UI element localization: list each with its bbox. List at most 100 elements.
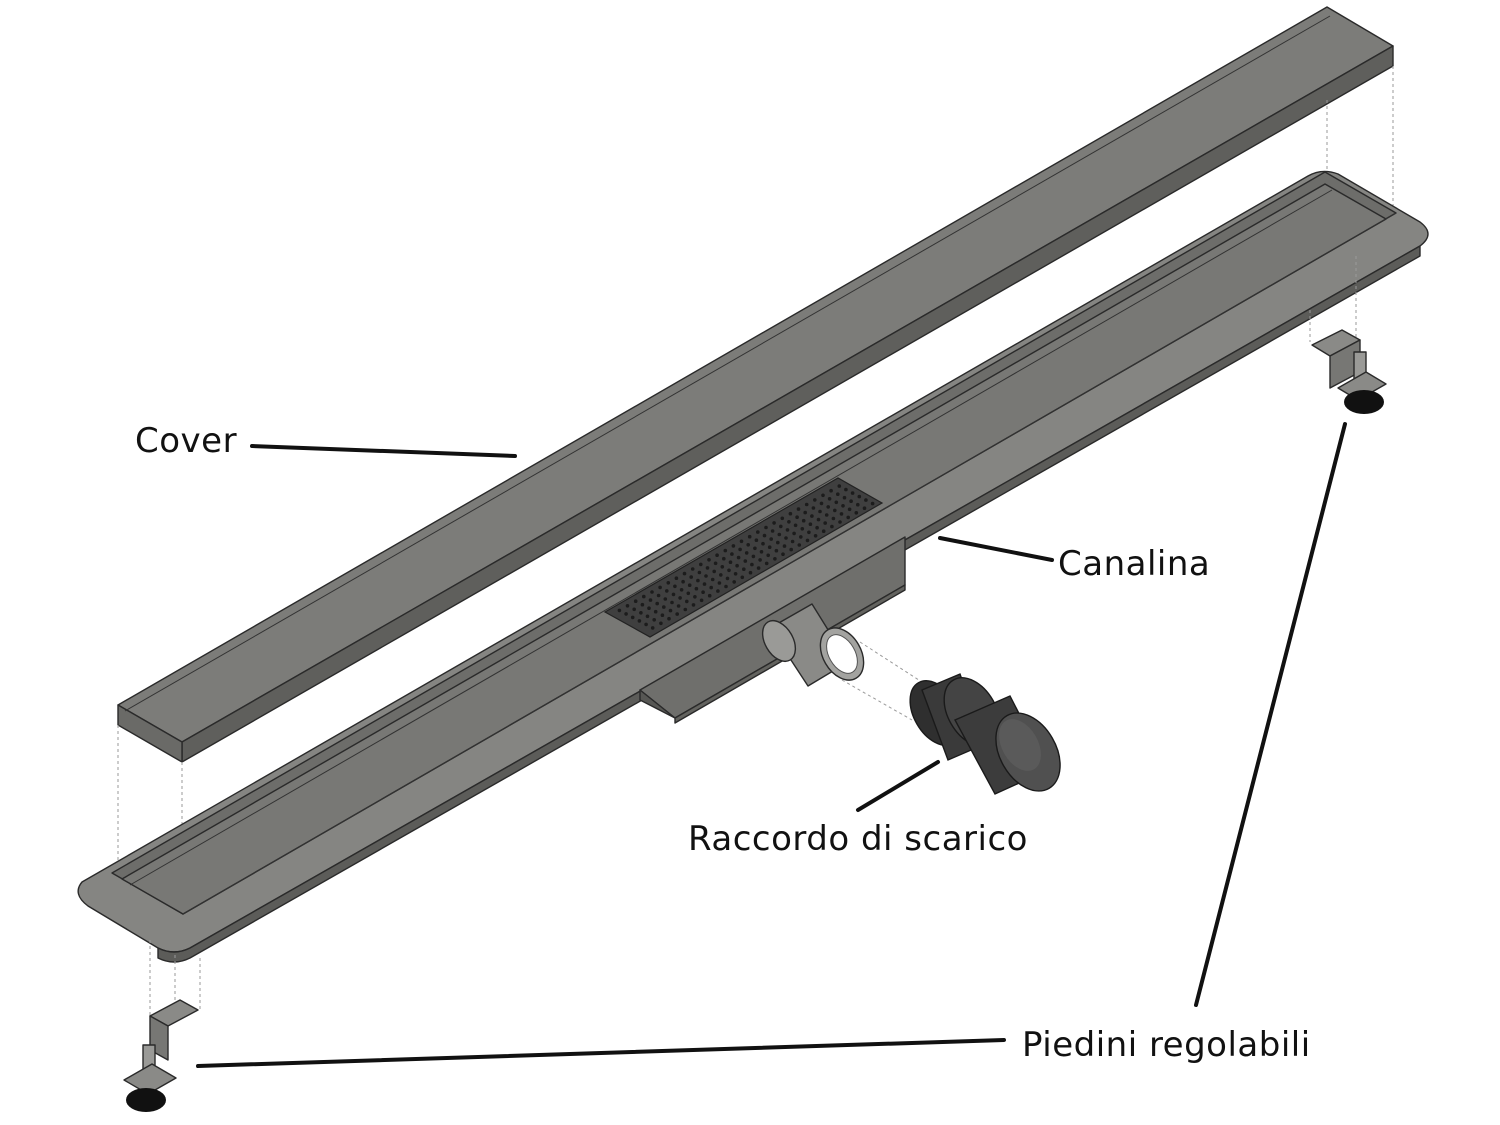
- grate-hole: [813, 534, 818, 538]
- grate-hole: [697, 570, 702, 575]
- grate-hole: [756, 530, 760, 534]
- grate-hole: [699, 598, 704, 603]
- grate-hole: [727, 568, 731, 573]
- grate-hole: [712, 569, 716, 574]
- grate-hole: [756, 566, 761, 570]
- grate-hole: [676, 604, 681, 608]
- grate-hole: [766, 553, 770, 558]
- grate-hole: [761, 541, 765, 546]
- grate-hole: [838, 520, 842, 524]
- raccordo-part: [909, 673, 1061, 795]
- grate-hole: [821, 529, 826, 533]
- grate-hole: [826, 505, 830, 509]
- grate-hole: [723, 548, 728, 553]
- grate-hole: [716, 589, 720, 593]
- leader-raccordo: [856, 760, 940, 812]
- grate-hole: [750, 562, 754, 567]
- grate-hole: [722, 556, 726, 561]
- grate-hole: [713, 561, 718, 566]
- outlet-pipe: [761, 603, 865, 687]
- grate-hole: [850, 491, 855, 495]
- grate-hole: [804, 502, 809, 507]
- fitting-projection-lines: [841, 641, 926, 721]
- grate-hole: [770, 529, 775, 533]
- grate-hole: [748, 570, 753, 575]
- grate-hole: [728, 560, 733, 564]
- grate-hole: [666, 581, 671, 585]
- grate-hole: [702, 582, 707, 586]
- grate-hole: [836, 492, 840, 497]
- grate-hole: [764, 525, 768, 530]
- grate-hole: [691, 603, 696, 607]
- grate-hole: [779, 524, 783, 529]
- grate-hole: [844, 487, 848, 492]
- grate-hole: [637, 619, 642, 623]
- grate-hole: [674, 576, 679, 580]
- grate-hole: [647, 606, 651, 610]
- grate-hole: [799, 535, 803, 539]
- leader-piedini-left: [196, 1038, 1006, 1068]
- grate-hole: [769, 537, 773, 541]
- grate-hole: [819, 501, 824, 506]
- grate-hole: [662, 605, 666, 609]
- grate-hole: [653, 609, 658, 614]
- grate-hole: [743, 559, 748, 563]
- grate-hole: [693, 595, 697, 599]
- foot-right: [1309, 256, 1387, 414]
- grate-hole: [665, 589, 669, 593]
- grate-hole: [842, 495, 847, 500]
- grate-hole: [645, 614, 650, 619]
- grate-hole: [773, 557, 777, 561]
- grate-hole: [660, 613, 665, 617]
- grate-hole: [767, 545, 772, 549]
- grate-hole: [731, 544, 736, 548]
- grate-hole: [830, 524, 834, 529]
- grate-hole: [678, 596, 682, 600]
- grate-hole: [720, 565, 725, 569]
- grate-hole: [625, 604, 630, 608]
- grate-hole: [824, 513, 829, 517]
- grate-hole: [792, 531, 796, 536]
- grate-hole: [777, 532, 782, 537]
- grate-hole: [829, 488, 833, 493]
- grate-hole: [810, 514, 814, 518]
- grate-hole: [656, 593, 661, 598]
- grate-hole: [776, 540, 780, 545]
- grate-hole: [671, 592, 676, 597]
- grate-hole: [738, 547, 742, 552]
- grate-hole: [833, 508, 837, 513]
- grate-hole: [788, 511, 793, 516]
- leader-canalina: [938, 536, 1054, 562]
- grate-hole: [753, 546, 757, 551]
- grate-hole: [667, 616, 671, 621]
- grate-hole: [801, 518, 806, 523]
- grate-hole: [823, 521, 827, 525]
- grate-hole: [784, 536, 788, 540]
- grate-hole: [821, 493, 825, 498]
- leader-lines: [196, 422, 1347, 1068]
- grate-hole: [687, 583, 692, 587]
- grate-hole: [781, 552, 785, 556]
- grate-hole: [655, 601, 659, 606]
- grate-hole: [652, 618, 656, 622]
- grate-hole: [730, 552, 734, 556]
- grate-hole: [633, 599, 638, 603]
- grate-hole: [742, 567, 746, 571]
- grate-hole: [780, 516, 785, 521]
- grate-hole: [683, 607, 688, 612]
- grate-hole: [754, 538, 759, 542]
- grate-hole: [813, 498, 817, 502]
- grate-hole: [772, 521, 776, 525]
- grate-hole: [696, 578, 700, 583]
- grate-hole: [650, 626, 655, 630]
- grate-hole: [709, 585, 713, 590]
- grate-hole: [724, 584, 728, 589]
- grate-hole: [805, 538, 810, 543]
- grate-hole: [679, 588, 684, 592]
- grate-hole: [717, 581, 722, 585]
- grate-hole: [699, 562, 703, 567]
- foot-left: [123, 940, 201, 1112]
- grate-hole: [681, 579, 685, 584]
- grate-hole: [740, 575, 745, 580]
